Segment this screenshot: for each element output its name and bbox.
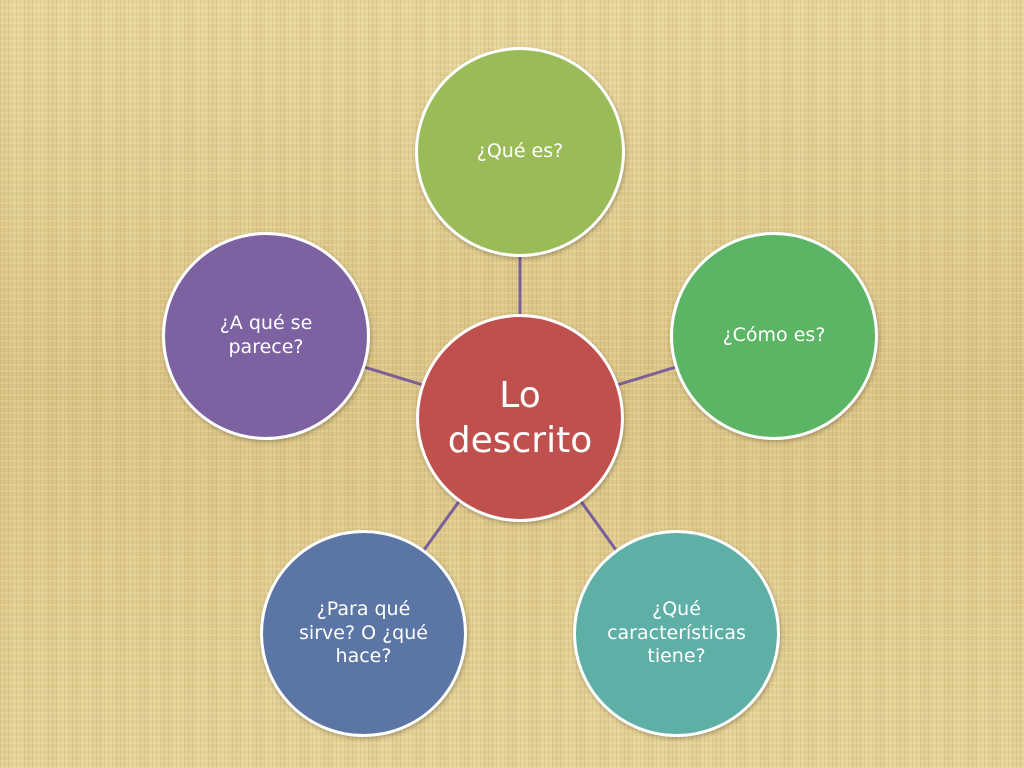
node-para-que-sirve-label: ¿Para qué sirve? O ¿qué hace? — [299, 597, 428, 668]
center-node-label: Lo descrito — [447, 375, 593, 461]
node-caracteristicas: ¿Qué características tiene? — [573, 530, 780, 737]
node-como-es: ¿Cómo es? — [670, 232, 878, 440]
node-a-que-se-parece: ¿A qué se parece? — [162, 232, 370, 440]
connector-para-que-sirve — [422, 499, 462, 551]
node-a-que-se-parece-label: ¿A qué se parece? — [219, 312, 313, 358]
node-para-que-sirve: ¿Para qué sirve? O ¿qué hace? — [260, 530, 467, 737]
center-node: Lo descrito — [416, 314, 624, 522]
node-caracteristicas-label: ¿Qué características tiene? — [607, 597, 746, 668]
connector-a-que-se-parece — [363, 365, 424, 387]
connector-como-es — [616, 365, 677, 387]
connector-caracteristicas — [578, 499, 618, 551]
node-que-es: ¿Qué es? — [415, 47, 625, 257]
node-como-es-label: ¿Cómo es? — [722, 324, 826, 347]
node-que-es-label: ¿Qué es? — [476, 140, 564, 163]
